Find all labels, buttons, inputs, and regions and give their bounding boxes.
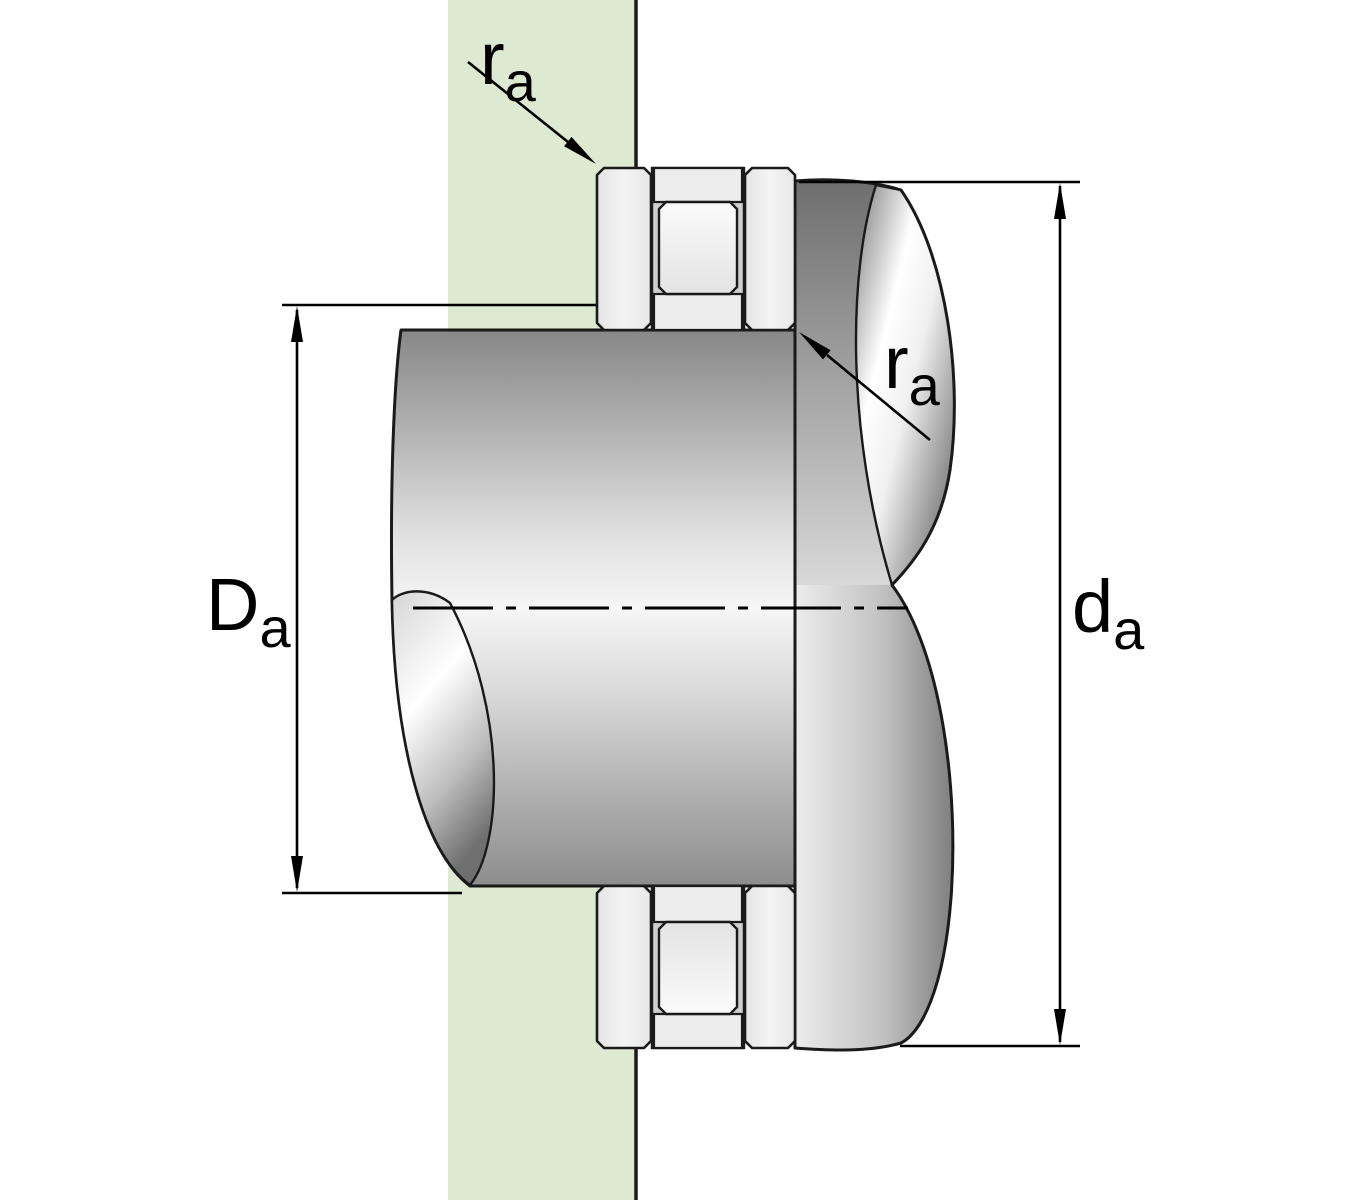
shaft-shoulder-outline xyxy=(793,178,956,1052)
dimension-Da: Da xyxy=(206,303,596,895)
shaft-end-break-surface xyxy=(390,590,496,887)
shaft-washer xyxy=(743,166,797,332)
label-ra-shaft: ra xyxy=(884,321,941,417)
label-ra-top: ra xyxy=(480,17,537,113)
ra-top-arrow-icon xyxy=(564,136,596,164)
annotation-ra-shaft: ra xyxy=(799,321,941,442)
dimension-da: da xyxy=(799,180,1145,1048)
label-da: da xyxy=(1072,565,1145,661)
ra-top-leader-line xyxy=(467,60,569,144)
da-arrow-up-icon xyxy=(1054,183,1066,219)
Da-arrow-down-icon xyxy=(291,856,303,892)
housing-washer xyxy=(595,166,653,332)
label-Da: Da xyxy=(206,563,291,659)
thrust-bearing-lower xyxy=(595,884,797,1050)
rolling-element xyxy=(657,200,739,296)
cage-bar-outer xyxy=(652,166,744,204)
shaft-shoulder xyxy=(793,178,956,1052)
ra-shaft-arrow-icon xyxy=(799,332,831,360)
thrust-bearing-upper xyxy=(595,166,797,332)
Da-arrow-up-icon xyxy=(291,306,303,342)
annotation-ra-housing: ra xyxy=(467,17,596,164)
da-arrow-down-icon xyxy=(1054,1009,1066,1045)
cage-bar-inner xyxy=(652,292,744,332)
ra-shaft-leader-line xyxy=(826,353,931,442)
